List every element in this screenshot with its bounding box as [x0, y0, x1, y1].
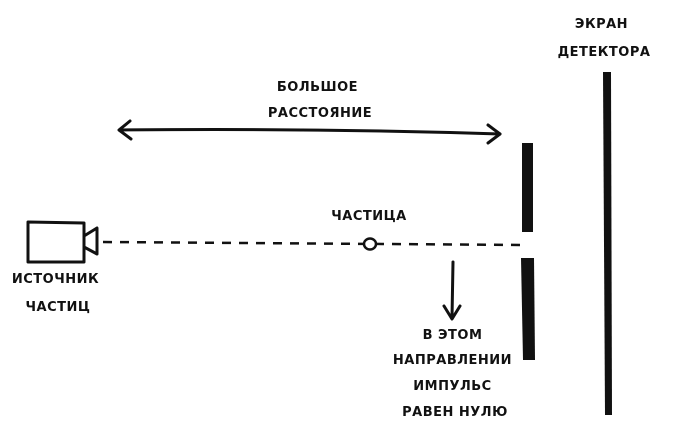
particle-source-label: ИСТОЧНИК ЧАСТИЦ — [12, 272, 104, 315]
slit-barrier-bottom — [521, 258, 535, 360]
large-distance-label: БОЛЬШОЕ РАССТОЯНИЕ — [268, 80, 372, 121]
particle-source-icon — [26, 220, 99, 264]
slit-barrier-top — [522, 143, 533, 232]
momentum-note-label: В ЭТОМ НАПРАВЛЕНИИ ИМПУЛЬС РАВЕН НУЛЮ — [393, 328, 517, 420]
particle-trajectory — [102, 240, 526, 247]
particle-dot — [362, 237, 378, 251]
distance-arrow — [117, 119, 502, 145]
detector-screen — [603, 72, 612, 415]
momentum-down-arrow — [442, 260, 462, 321]
particle-label: ЧАСТИЦА — [331, 209, 406, 224]
detector-screen-label: ЭКРАН ДЕТЕКТОРА — [558, 17, 651, 60]
